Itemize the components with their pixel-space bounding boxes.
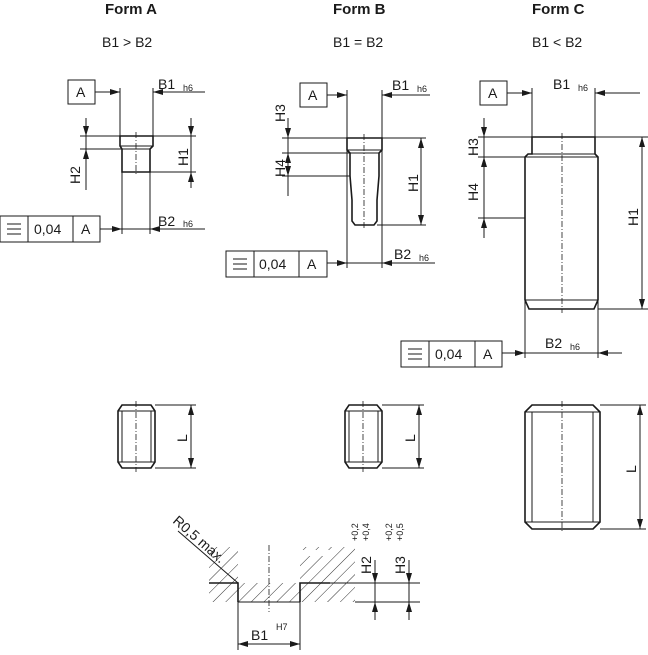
form-a-h1-label: H1 bbox=[175, 148, 191, 166]
form-c-tolerance-value: 0,04 bbox=[435, 346, 462, 362]
form-c-tolerance-frame: 0,04 A bbox=[400, 340, 503, 368]
form-a-relation: B1 > B2 bbox=[102, 34, 152, 50]
form-c-h1-label: H1 bbox=[625, 208, 641, 226]
form-c-tolerance-datum: A bbox=[483, 346, 493, 362]
mounting-bore-section: R0,5 max. H2 +0,2 +0,4 H3 +0,2 +0,5 B1 H… bbox=[170, 512, 420, 650]
form-a-h2-label: H2 bbox=[67, 166, 83, 184]
form-a-b1-sub: h6 bbox=[183, 83, 193, 93]
bore-b1-label: B1 bbox=[251, 627, 268, 643]
form-b-side-view: A B1 h6 H3 H4 H1 bbox=[225, 77, 435, 278]
form-c-side-view: A B1 h6 H3 H4 H1 bbox=[400, 76, 648, 368]
form-b-b2-label: B2 bbox=[394, 246, 411, 262]
dimension-arrow-icon bbox=[110, 89, 120, 95]
form-c-datum-label: A bbox=[488, 85, 498, 101]
bore-b1-fit: H7 bbox=[276, 622, 288, 632]
flatness-icon bbox=[7, 223, 21, 235]
bore-h2-tol-upper: +0,2 bbox=[350, 523, 360, 541]
form-c-relation: B1 < B2 bbox=[532, 34, 582, 50]
bore-h3-tol-upper: +0,2 bbox=[384, 523, 394, 541]
bore-h3-label: H3 bbox=[392, 556, 408, 574]
form-b-h3-label: H3 bbox=[272, 104, 288, 122]
form-c-front-view: L bbox=[524, 401, 646, 533]
form-c-b1-label: B1 bbox=[553, 76, 570, 92]
form-c-b1-sub: h6 bbox=[578, 83, 588, 93]
form-a-title: Form A bbox=[105, 1, 157, 18]
flatness-icon bbox=[408, 348, 422, 360]
form-c-h3-label: H3 bbox=[465, 138, 481, 156]
form-b-length-label: L bbox=[402, 434, 418, 442]
form-b-b2-sub: h6 bbox=[419, 253, 429, 263]
form-b-tolerance-frame: 0,04 A bbox=[225, 250, 328, 278]
flatness-icon bbox=[233, 258, 247, 270]
form-c-title: Form C bbox=[532, 1, 585, 18]
form-a-front-view: L bbox=[117, 401, 196, 472]
form-b-h1-label: H1 bbox=[405, 174, 421, 192]
form-a-datum-box bbox=[67, 79, 96, 105]
form-a-tolerance-frame: 0,04 A bbox=[0, 215, 101, 243]
form-b-relation: B1 = B2 bbox=[333, 34, 383, 50]
form-c-length-label: L bbox=[623, 465, 639, 473]
form-c-b2-sub: h6 bbox=[570, 342, 580, 352]
form-a-tolerance-value: 0,04 bbox=[34, 221, 61, 237]
bore-h2-tol-lower: +0,4 bbox=[361, 523, 371, 541]
form-b-b1-label: B1 bbox=[392, 77, 409, 93]
form-b-h4-label: H4 bbox=[272, 159, 288, 177]
bore-h3-tol-lower: +0,5 bbox=[395, 523, 405, 541]
form-b-b1-sub: h6 bbox=[417, 84, 427, 94]
form-b-datum-label: A bbox=[308, 87, 318, 103]
form-c-b2-label: B2 bbox=[545, 335, 562, 351]
bore-radius-label: R0,5 max. bbox=[170, 512, 229, 566]
form-c-h4-label: H4 bbox=[465, 183, 481, 201]
form-b-tolerance-datum: A bbox=[307, 256, 317, 272]
bore-h2-label: H2 bbox=[358, 556, 374, 574]
form-a-side-view: A B1 h6 H2 H1 B2 h6 bbox=[0, 76, 205, 243]
form-a-b1-label: B1 bbox=[158, 76, 175, 92]
form-b-front-view: L bbox=[344, 401, 424, 472]
form-b-tolerance-value: 0,04 bbox=[259, 256, 286, 272]
form-a-tolerance-datum: A bbox=[81, 221, 91, 237]
form-a-b2-sub: h6 bbox=[183, 219, 193, 229]
form-a-b2-label: B2 bbox=[158, 213, 175, 229]
form-a-datum-label: A bbox=[76, 84, 86, 100]
form-b-title: Form B bbox=[333, 1, 386, 18]
form-a-length-label: L bbox=[174, 434, 190, 442]
